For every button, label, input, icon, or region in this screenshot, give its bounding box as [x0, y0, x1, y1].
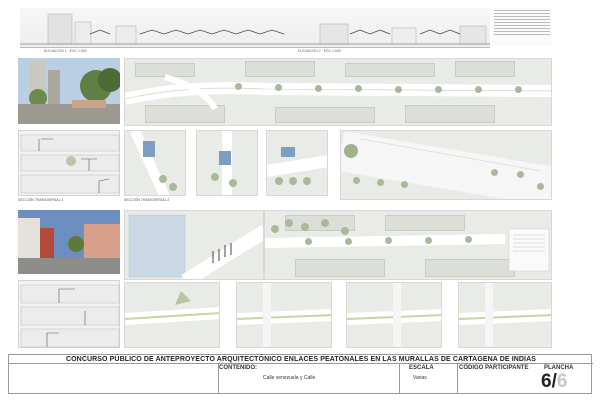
elevation-caption-1: ELEVACIÓN 1 · ESC 1:500	[44, 49, 87, 53]
plancha-label: PLANCHA	[544, 365, 574, 371]
contenido-cell	[9, 364, 219, 394]
detail-plan-5	[236, 282, 332, 348]
elevation-drawing	[20, 13, 490, 45]
sections-group-1	[18, 130, 120, 196]
elevation-strip	[20, 8, 490, 48]
contenido-label: CONTENIDO:	[219, 365, 257, 371]
detail-plan-4	[124, 282, 220, 348]
street-photo-1	[18, 58, 120, 124]
escala-value: Varias	[413, 375, 427, 381]
detail-plan-1	[124, 130, 186, 196]
site-plan-1	[124, 58, 552, 126]
street-photo-2	[18, 210, 120, 274]
detail-plan-7	[458, 282, 552, 348]
elevation-caption-2: ELEVACIÓN 2 · ESC 1:500	[298, 49, 341, 53]
competition-title: CONCURSO PÚBLICO DE ANTEPROYECTO ARQUITE…	[9, 355, 593, 364]
detail-plan-6	[346, 282, 442, 348]
detail-plan-3	[266, 130, 328, 196]
site-plan-2a	[124, 210, 264, 280]
codigo-label: CÓDIGO PARTICIPANTE	[459, 365, 529, 371]
plancha-number: 6/6	[541, 371, 567, 393]
escala-label: ESCALA	[409, 365, 434, 371]
detail-plan-2	[196, 130, 258, 196]
site-plan-2b	[264, 210, 552, 280]
section-caption-1: SECCIÓN TRANSVERSAL 1	[18, 198, 64, 202]
contenido-value: Calle venezuela y Calle	[263, 375, 316, 381]
plancha-total: 6	[556, 371, 568, 392]
sections-group-2	[18, 280, 120, 348]
title-block: CONCURSO PÚBLICO DE ANTEPROYECTO ARQUITE…	[8, 354, 593, 394]
detail-caption: SECCIÓN TRANSVERSAL 2	[124, 198, 170, 202]
notes-block	[492, 8, 552, 46]
plancha-current: 6/	[541, 371, 557, 392]
zoom-plan	[340, 130, 552, 200]
